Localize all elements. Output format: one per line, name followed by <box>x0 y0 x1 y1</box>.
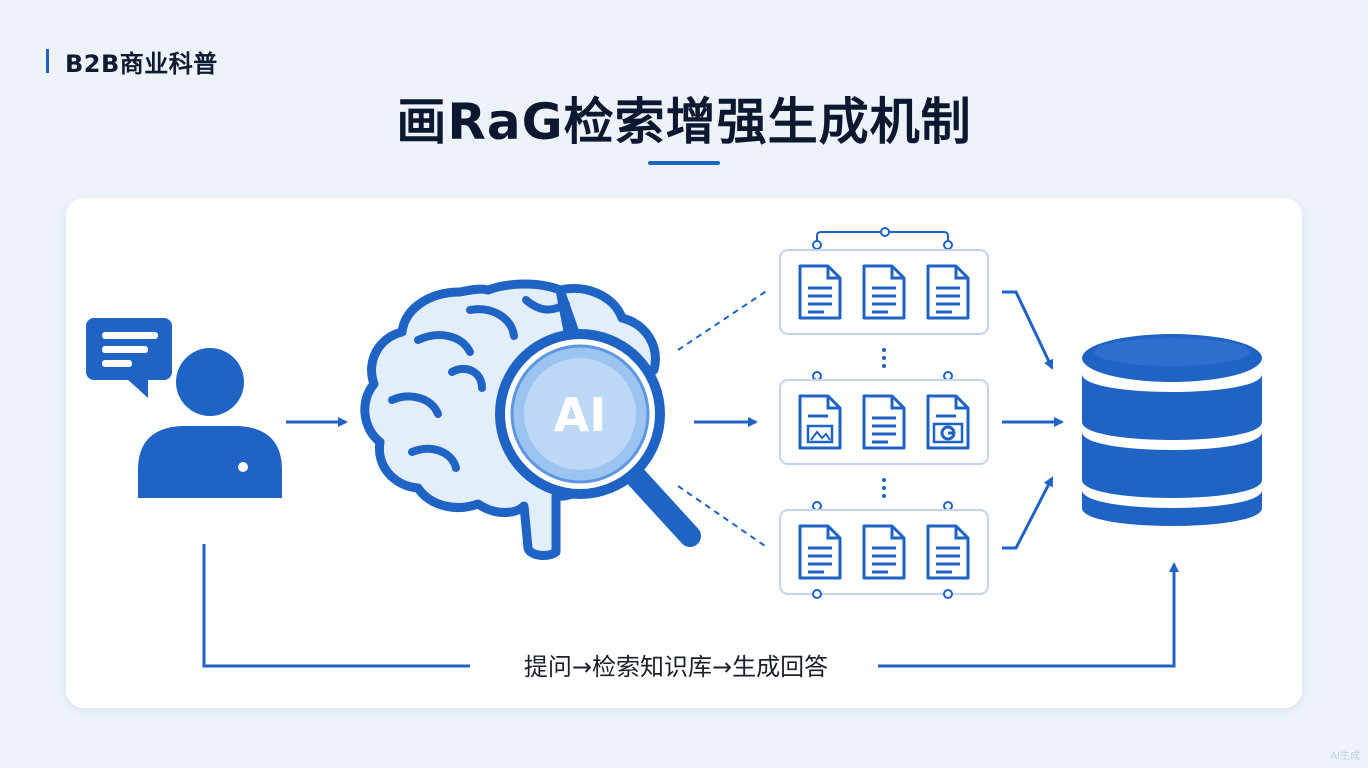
chart-document-icon <box>926 394 970 450</box>
image-document-icon <box>798 394 842 450</box>
ai-badge-text: AI <box>554 388 607 442</box>
magnifier-icon: AI <box>495 329 701 547</box>
doc-connector-bracket <box>812 227 953 250</box>
flow-line-right <box>878 562 1179 668</box>
arrow-bottom-docs-to-database <box>1002 476 1054 550</box>
text-document-icon <box>862 394 906 450</box>
category-tag: B2B商业科普 <box>46 44 218 78</box>
chat-bubble-icon <box>86 318 172 398</box>
dashed-connector-bottom <box>677 485 769 549</box>
flow-line-left <box>202 544 470 668</box>
doc-group-top <box>779 249 989 335</box>
database-icon <box>1082 334 1262 526</box>
tag-accent-bar <box>46 49 49 73</box>
text-document-icon <box>798 264 842 320</box>
text-document-icon <box>926 524 970 580</box>
doc-group-bottom <box>779 501 989 599</box>
vertical-ellipsis-top <box>882 348 886 368</box>
text-document-icon <box>862 264 906 320</box>
text-document-icon <box>926 264 970 320</box>
page-title: 画RaG检索增强生成机制 <box>396 93 972 151</box>
arrow-top-docs-to-database <box>1002 290 1054 370</box>
title-underline <box>648 161 720 165</box>
doc-group-middle <box>779 371 989 465</box>
ai-watermark: AI生成 <box>1330 751 1360 762</box>
vertical-ellipsis-bottom <box>882 478 886 498</box>
text-document-icon <box>798 524 842 580</box>
flow-caption: 提问→检索知识库→生成回答 <box>524 653 828 681</box>
user-icon <box>138 348 282 498</box>
category-label: B2B商业科普 <box>65 49 218 78</box>
text-document-icon <box>862 524 906 580</box>
dashed-connector-top <box>677 289 769 351</box>
